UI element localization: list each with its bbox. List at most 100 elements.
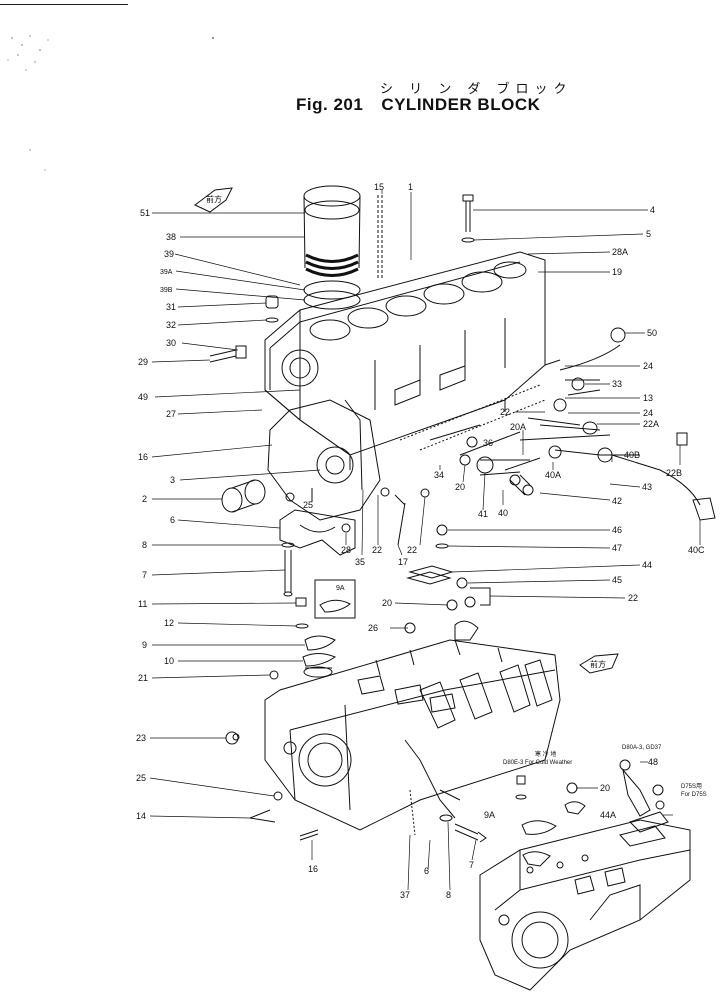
note-models: D80A-3, GD37 (622, 745, 662, 751)
label-13: 13 (643, 393, 653, 403)
label-28: 28 (341, 545, 351, 555)
label-36: 36 (483, 438, 493, 448)
leader-lines (149, 190, 701, 891)
label-32: 32 (166, 320, 176, 330)
part-labels: 51 38 39 39A 39B 31 32 30 29 49 27 16 3 … (136, 182, 705, 900)
label-25: 25 (136, 773, 146, 783)
note-d75s: For D75S (681, 792, 707, 798)
label-39: 39 (164, 249, 174, 259)
label-33: 33 (612, 379, 622, 389)
lower-cylinder-block (225, 599, 561, 843)
label-44a: 44A (600, 810, 616, 820)
label-2: 2 (142, 494, 147, 504)
label-39b: 39B (160, 287, 173, 294)
label-42: 42 (612, 496, 622, 506)
label-3: 3 (170, 475, 175, 485)
label-29: 29 (138, 357, 148, 367)
plug-left (209, 345, 247, 363)
label-10: 10 (164, 656, 174, 666)
label-14: 14 (136, 811, 146, 821)
label-6: 6 (170, 515, 175, 525)
label-31: 31 (166, 302, 176, 312)
label-35: 35 (355, 557, 365, 567)
oil-pipe-assembly (429, 327, 716, 521)
label-34: 34 (434, 470, 444, 480)
top-rule (0, 4, 128, 5)
label-26: 26 (368, 623, 378, 633)
label-44: 44 (642, 560, 652, 570)
inset-cylinder-block (479, 819, 691, 991)
label-43: 43 (642, 482, 652, 492)
mid-fasteners (285, 436, 478, 546)
label-9a-box: 9A (336, 585, 345, 592)
title-japanese: シ リ ン ダ ブロック (380, 82, 573, 97)
label-40c: 40C (688, 545, 705, 555)
figure-name: CYLINDER BLOCK (381, 95, 541, 114)
label-50: 50 (647, 328, 657, 338)
label-22-right: 22 (628, 593, 638, 603)
label-9a-lower: 9A (484, 810, 495, 820)
label-38: 38 (166, 232, 176, 242)
label-47: 47 (612, 543, 622, 553)
label-12: 12 (164, 618, 174, 628)
label-24-upper: 24 (643, 361, 653, 371)
label-49: 49 (138, 392, 148, 402)
label-22-top: 22 (500, 407, 510, 417)
cover-plate-small (406, 524, 491, 608)
label-19: 19 (612, 267, 622, 277)
svg-text:前方: 前方 (590, 659, 606, 669)
label-7-lower: 7 (469, 860, 474, 870)
label-40b: 40B (624, 450, 640, 460)
label-48: 48 (648, 757, 658, 767)
label-8-lower: 8 (446, 890, 451, 900)
label-22-m1: 22 (372, 545, 382, 555)
svg-text:前方: 前方 (206, 194, 222, 204)
liner-o-rings (303, 280, 361, 310)
upper-cylinder-block (264, 251, 561, 470)
front-cover (267, 399, 381, 521)
cold-weather-cover (515, 775, 586, 835)
label-45: 45 (612, 575, 622, 585)
label-22-m2: 22 (407, 545, 417, 555)
label-51: 51 (140, 208, 150, 218)
label-23: 23 (136, 733, 146, 743)
label-20-cold: 20 (600, 783, 610, 793)
cover-and-gaskets-left (295, 597, 337, 667)
label-8: 8 (142, 540, 147, 550)
dowel-pin (377, 195, 383, 280)
note-cold-weather-jp: 寒 冷 地 (535, 750, 556, 758)
label-20-lower: 20 (382, 598, 392, 608)
label-1: 1 (408, 182, 413, 192)
note-cold-weather: D80E-3 For Cold Weather (503, 760, 572, 766)
head-bolt (461, 194, 475, 243)
label-22a: 22A (643, 419, 659, 429)
note-d75s-jp: D75S用 (681, 783, 702, 790)
front-arrow-upper: 前方 (194, 187, 233, 213)
label-9: 9 (142, 640, 147, 650)
label-40a: 40A (545, 470, 561, 480)
label-16-lower: 16 (308, 864, 318, 874)
label-5: 5 (646, 229, 651, 239)
label-17: 17 (398, 557, 408, 567)
variant-notes: 寒 冷 地 D80E-3 For Cold Weather D80A-3, GD… (503, 745, 707, 798)
label-25-mid: 25 (303, 500, 313, 510)
label-7: 7 (142, 570, 147, 580)
label-37: 37 (400, 890, 410, 900)
label-22b: 22B (666, 468, 682, 478)
label-6-lower: 6 (424, 866, 429, 876)
plug-top (265, 295, 279, 323)
label-16: 16 (138, 452, 148, 462)
label-20-mid: 20 (455, 482, 465, 492)
bushing (221, 479, 266, 513)
label-27: 27 (166, 409, 176, 419)
label-46: 46 (612, 525, 622, 535)
label-15: 15 (374, 182, 384, 192)
label-21: 21 (138, 673, 148, 683)
d75s-bracket (619, 759, 669, 833)
cylinder-liner (303, 185, 361, 277)
front-arrow-lower: 前方 (579, 653, 619, 674)
label-4: 4 (650, 205, 655, 215)
